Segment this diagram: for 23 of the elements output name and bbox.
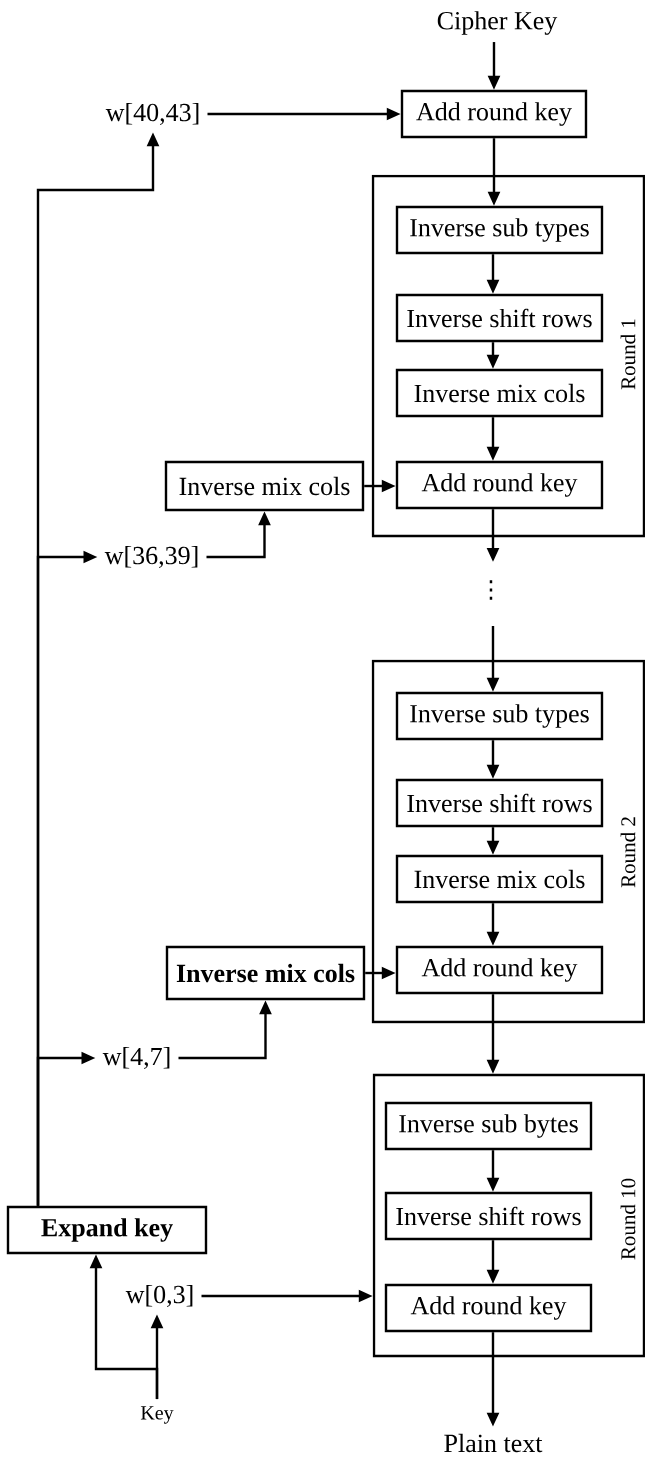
process-box: Inverse mix cols [164, 460, 365, 512]
ellipsis: ⋮ [489, 580, 493, 600]
process-box: Inverse sub types [395, 691, 604, 741]
label-text: w[36,39] [104, 546, 198, 569]
process-box: Inverse mix cols [395, 368, 604, 418]
label-text: w[40,43] [105, 103, 199, 126]
process-box: Add round key [395, 945, 604, 995]
process-box: Inverse shift rows [395, 293, 604, 343]
process-box: Inverse shift rows [395, 778, 604, 828]
process-box: Inverse sub bytes [384, 1101, 593, 1151]
label-text: Plain text [444, 1433, 543, 1453]
label-text: Cipher Key [437, 11, 558, 35]
process-box: Add round key [400, 89, 588, 139]
process-box: Inverse mix cols [395, 854, 604, 904]
process-box: Inverse shift rows [384, 1191, 593, 1241]
label-text: w[4,7] [102, 1047, 170, 1070]
process-box: Add round key [395, 460, 604, 510]
process-box: Expand key [6, 1205, 208, 1255]
process-box: Add round key [384, 1283, 593, 1333]
label-text: Key [140, 1406, 174, 1424]
process-box: Inverse mix cols [165, 945, 366, 1001]
label-text: w[0,3] [125, 1285, 193, 1307]
process-box: Inverse sub types [395, 205, 604, 255]
